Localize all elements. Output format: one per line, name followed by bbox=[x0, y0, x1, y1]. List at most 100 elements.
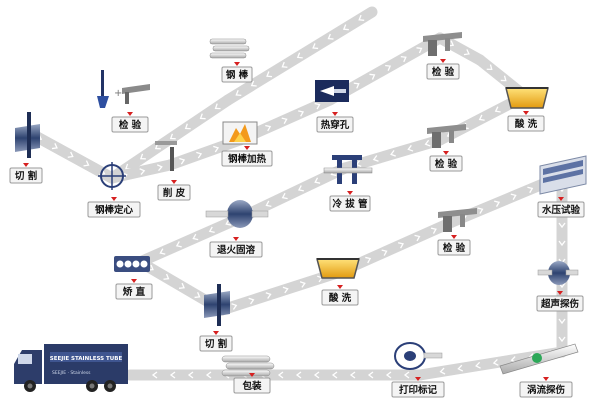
label-box bbox=[537, 201, 585, 218]
pointer-arrow bbox=[233, 237, 239, 241]
step-label-text: 切 割 bbox=[205, 338, 227, 350]
step-label-jianyan2: 检 验 bbox=[426, 59, 460, 80]
flow-chevron bbox=[527, 186, 534, 194]
step-label-jiaozhi: 矫 直 bbox=[115, 279, 153, 300]
step-label-text: 削 皮 bbox=[163, 187, 186, 199]
pointer-arrow bbox=[337, 285, 343, 289]
acid-tank-icon bbox=[316, 258, 360, 279]
flow-chevron bbox=[67, 151, 74, 158]
flow-chevron bbox=[199, 113, 206, 120]
step-label-text: 包装 bbox=[241, 380, 262, 392]
peeling-tool-icon bbox=[155, 141, 177, 171]
path-segment bbox=[216, 266, 346, 316]
cutter-icon bbox=[204, 284, 230, 326]
step-label-text: 水压试验 bbox=[542, 204, 581, 216]
acid-tank-icon bbox=[505, 87, 549, 109]
step-label-text: 超声探伤 bbox=[540, 298, 580, 310]
cutter-icon bbox=[15, 112, 40, 158]
flow-chevron bbox=[151, 371, 158, 379]
flow-chevron bbox=[424, 139, 431, 147]
flow-chevron bbox=[51, 143, 58, 150]
package-icon bbox=[221, 355, 275, 377]
flow-chevron bbox=[558, 336, 566, 343]
flow-chevron bbox=[248, 297, 255, 305]
label-box bbox=[9, 167, 43, 184]
step-label-baozhuang: 包装 bbox=[233, 373, 271, 394]
step-label-text: 退火固溶 bbox=[217, 244, 256, 256]
flow-chevron bbox=[492, 358, 499, 366]
step-label-jianyan3: 检 验 bbox=[429, 151, 463, 172]
flow-chevron bbox=[184, 123, 191, 130]
flow-chevron bbox=[314, 177, 321, 184]
flow-chevron bbox=[213, 145, 220, 153]
flow-chevron bbox=[265, 124, 272, 132]
label-box bbox=[115, 283, 153, 300]
label-box bbox=[233, 377, 271, 394]
annealing-roll-icon bbox=[205, 200, 269, 228]
step-label-chaosheng: 超声探伤 bbox=[536, 291, 584, 312]
pointer-arrow bbox=[127, 112, 133, 116]
flow-chevron bbox=[205, 371, 212, 379]
path-segment bbox=[334, 216, 458, 278]
svg-text:+: + bbox=[114, 88, 122, 99]
flow-chevron bbox=[558, 222, 566, 229]
pointer-arrow bbox=[332, 112, 338, 116]
pointer-arrow bbox=[451, 235, 457, 239]
flow-chevron bbox=[156, 164, 163, 172]
flow-chevron bbox=[367, 371, 374, 379]
flow-chevron bbox=[169, 371, 176, 379]
step-label-text: 打印标记 bbox=[399, 384, 438, 396]
step-label-qiege1: 切 割 bbox=[9, 163, 43, 184]
printer-icon bbox=[394, 342, 443, 370]
pointer-arrow bbox=[171, 180, 177, 184]
flow-chevron bbox=[494, 200, 501, 207]
flow-chevron bbox=[477, 207, 484, 214]
flow-chevron bbox=[475, 361, 481, 369]
step-label-text: 检 验 bbox=[432, 66, 455, 78]
step-label-jiare: 钢棒加热 bbox=[221, 146, 273, 167]
flow-chevron bbox=[349, 371, 356, 379]
label-box bbox=[536, 295, 584, 312]
flow-chevron bbox=[250, 80, 257, 87]
flow-chevron bbox=[416, 47, 423, 54]
flow-chevron bbox=[235, 90, 242, 97]
flow-chevron bbox=[169, 133, 176, 140]
pointer-arrow bbox=[249, 373, 255, 377]
flow-chevron bbox=[281, 117, 288, 124]
step-label-text: 检 验 bbox=[435, 158, 458, 170]
flow-chevron bbox=[139, 153, 146, 160]
step-label-lengba: 冷 拔 管 bbox=[329, 191, 371, 212]
step-label-text: 钢棒加热 bbox=[228, 153, 267, 165]
pointer-arrow bbox=[557, 291, 563, 295]
flow-chevron bbox=[281, 192, 288, 200]
label-box bbox=[507, 115, 545, 132]
pointer-arrow bbox=[440, 59, 446, 63]
label-box bbox=[426, 63, 460, 80]
label-box bbox=[321, 289, 359, 306]
caliper-icon bbox=[423, 32, 462, 56]
flow-chevron bbox=[179, 157, 186, 165]
label-box bbox=[329, 195, 371, 212]
pointer-arrow bbox=[234, 62, 240, 66]
label-box bbox=[199, 335, 233, 352]
flow-chevron bbox=[214, 103, 221, 110]
flow-chevron bbox=[298, 110, 305, 117]
caliper-icon bbox=[427, 124, 466, 148]
pointer-arrow bbox=[523, 111, 529, 115]
step-label-text: 矫 直 bbox=[123, 286, 146, 298]
flow-chevron bbox=[295, 371, 302, 379]
inspection-tool-icon: + bbox=[97, 70, 150, 108]
step-label-text: 切 割 bbox=[15, 170, 37, 182]
flow-chevron bbox=[196, 151, 203, 159]
crosshair-icon bbox=[98, 162, 126, 190]
flow-chevron bbox=[299, 281, 306, 288]
flow-chevron bbox=[187, 371, 194, 379]
pointer-arrow bbox=[213, 331, 219, 335]
flow-chevron bbox=[342, 24, 349, 31]
flow-chevron bbox=[266, 71, 273, 78]
ultrasonic-icon bbox=[537, 261, 579, 285]
path-segment bbox=[234, 162, 351, 224]
delivery-truck: SEEJIE STAINLESS TUBE SEEJIE · Stainless bbox=[14, 344, 128, 392]
truck-logo-text: SEEJIE STAINLESS TUBE bbox=[50, 356, 123, 362]
label-box bbox=[391, 381, 445, 398]
